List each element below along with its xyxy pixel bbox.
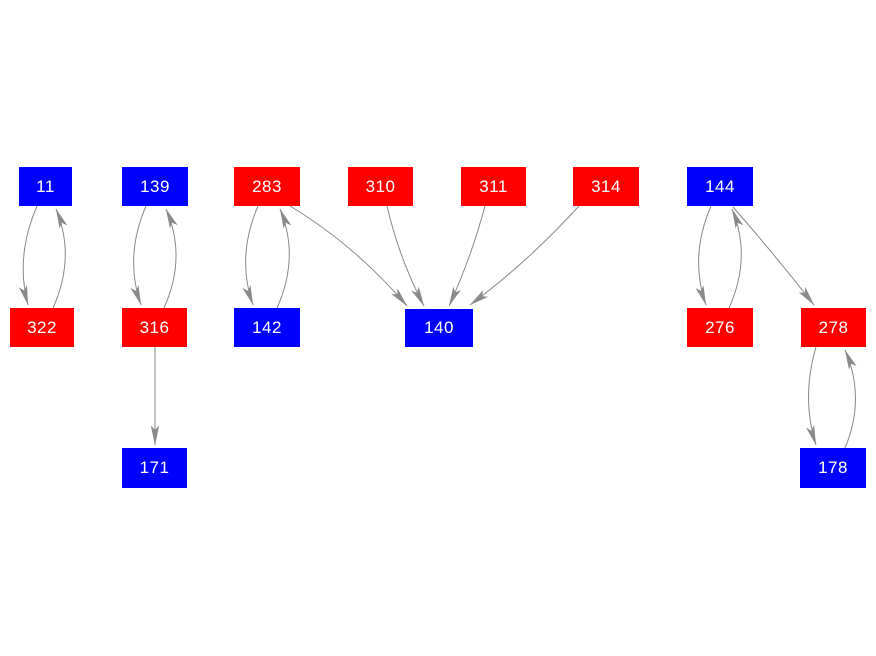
- edge-142-283: [276, 208, 292, 309]
- edge-311-140: [448, 205, 486, 307]
- edge-139-316: [130, 205, 147, 306]
- graph-node-140: 140: [405, 309, 473, 347]
- graph-node-142: 142: [234, 308, 300, 347]
- edge-278-178: [806, 346, 817, 446]
- edge-314-140: [469, 205, 580, 306]
- graph-node-310: 310: [348, 167, 413, 206]
- edge-178-278: [844, 349, 857, 449]
- graph-node-278: 278: [801, 308, 866, 347]
- graph-node-276: 276: [687, 308, 753, 347]
- edge-316-139: [163, 208, 178, 309]
- graph-node-283: 283: [234, 167, 300, 206]
- edges-group: [18, 205, 857, 449]
- edge-283-142: [242, 205, 259, 306]
- graph-node-139: 139: [122, 167, 188, 206]
- edge-11-322: [18, 205, 38, 306]
- edge-276-144: [728, 208, 744, 309]
- graph-node-171: 171: [122, 448, 187, 488]
- edge-322-11: [52, 208, 68, 309]
- edge-283-140: [289, 205, 408, 307]
- graph-node-144: 144: [687, 167, 753, 206]
- graph-node-311: 311: [461, 167, 526, 206]
- graph-node-322: 322: [10, 308, 74, 347]
- graph-node-11: 11: [19, 167, 72, 206]
- edge-144-276: [695, 205, 712, 306]
- graph-node-314: 314: [573, 167, 639, 206]
- graph-node-178: 178: [800, 448, 866, 488]
- graph-node-316: 316: [122, 308, 187, 347]
- edge-144-278: [732, 206, 815, 306]
- edge-310-140: [386, 205, 425, 307]
